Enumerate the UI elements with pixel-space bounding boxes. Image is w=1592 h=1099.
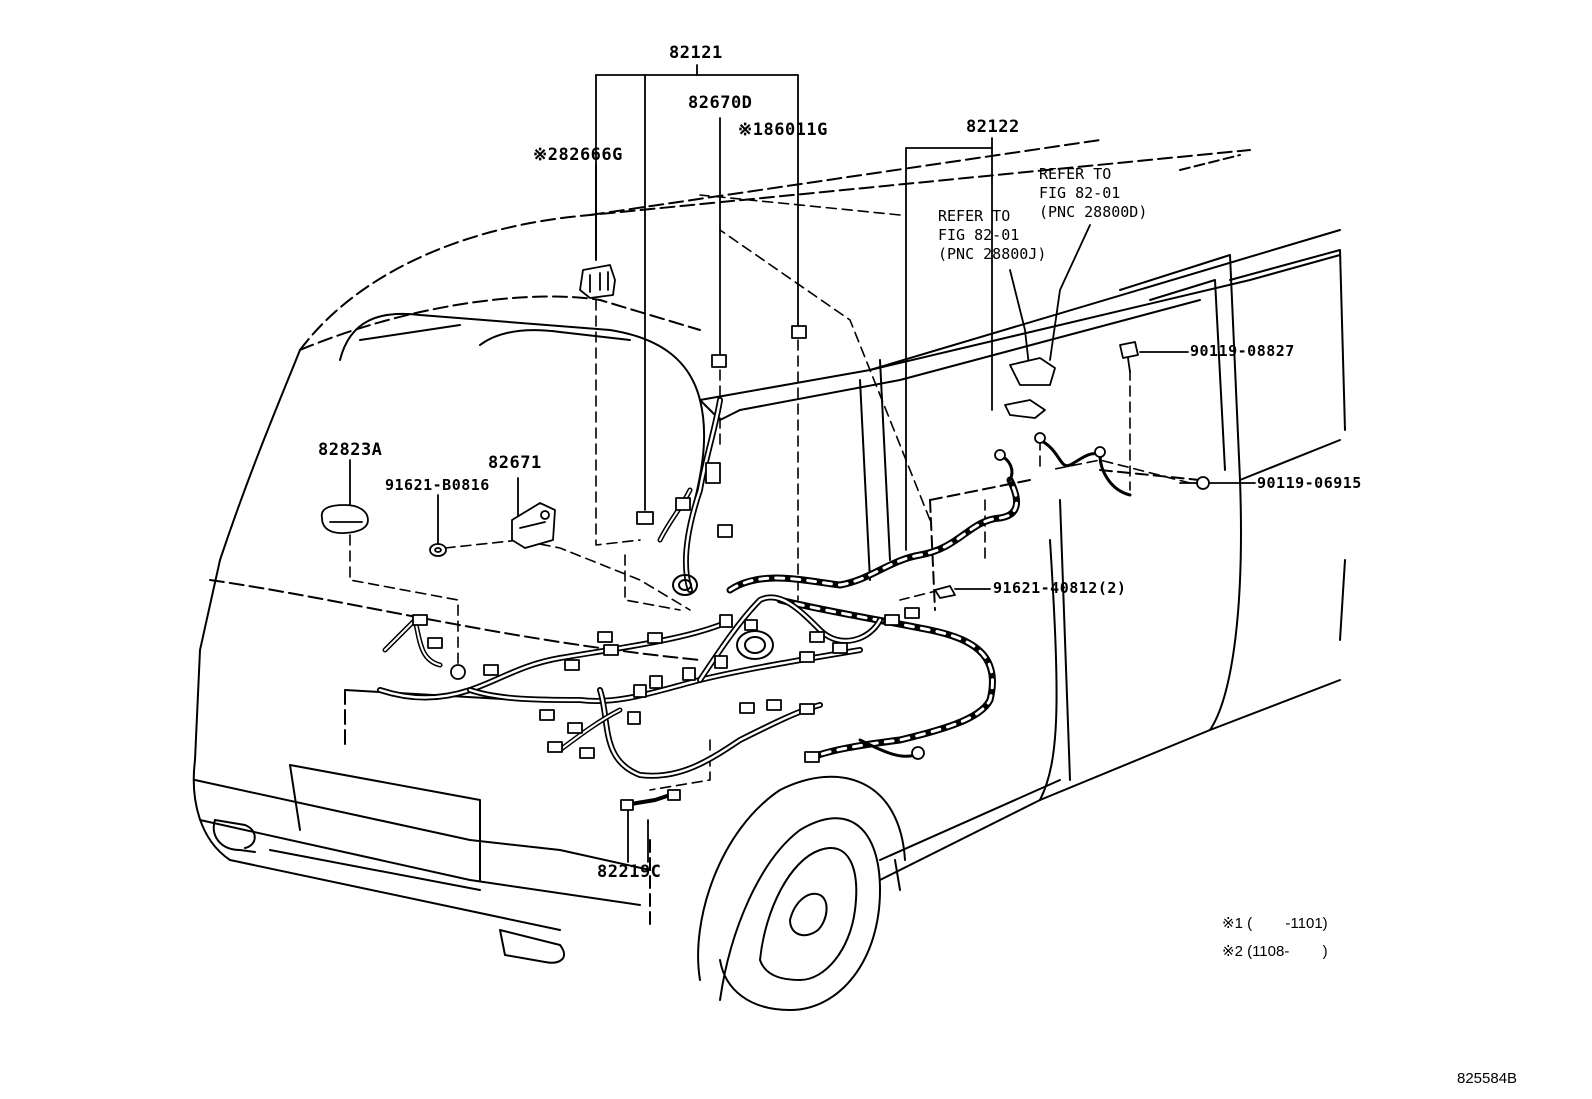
part-label-86011G[interactable]: ※186011G [738, 120, 828, 140]
part-90119-08827-bolt [1119, 341, 1139, 373]
part-label-82666G[interactable]: ※282666G [533, 145, 623, 165]
part-82823A-cover [320, 504, 369, 534]
part-label-82121[interactable]: 82121 [669, 43, 723, 63]
reference-note-28800D[interactable]: REFER TO FIG 82-01 (PNC 28800D) [1039, 165, 1147, 222]
part-91621-40812-clip [934, 585, 956, 599]
reference-line: REFER TO [1039, 165, 1112, 183]
diagram-code: 825584B [1457, 1070, 1518, 1087]
part-label-90119-08827[interactable]: 90119-08827 [1190, 342, 1295, 360]
reference-line: (PNC 28800D) [1039, 203, 1148, 221]
part-82666G-clip [579, 264, 616, 299]
part-label-90119-06915[interactable]: 90119-06915 [1257, 474, 1362, 492]
reference-note-28800J[interactable]: REFER TO FIG 82-01 (PNC 28800J) [938, 207, 1046, 264]
part-label-82670D[interactable]: 82670D [688, 93, 753, 113]
part-label-91621-40812[interactable]: 91621-40812(2) [993, 579, 1127, 597]
part-91621-B0816-clip [429, 543, 447, 557]
reference-line: FIG 82-01 [938, 226, 1020, 244]
legend-note-1: ※1 ( -1101) [1222, 915, 1328, 932]
part-label-82671[interactable]: 82671 [488, 453, 542, 473]
harness-connectors [412, 325, 1106, 811]
part-label-82823A[interactable]: 82823A [318, 440, 383, 460]
reference-line: FIG 82-01 [1039, 184, 1121, 202]
reference-line: (PNC 28800J) [938, 245, 1047, 263]
reference-line: REFER TO [938, 207, 1011, 225]
installation-guide-lines [349, 194, 1191, 791]
part-82122-clamp [1004, 357, 1056, 419]
part-90119-06915-bolt [1179, 476, 1210, 490]
part-label-82219C[interactable]: 82219C [597, 862, 662, 882]
part-label-91621-B0816[interactable]: 91621-B0816 [385, 476, 490, 494]
legend-note-2: ※2 (1108- ) [1222, 943, 1328, 960]
part-82671-bracket [511, 502, 556, 549]
part-label-82122[interactable]: 82122 [966, 117, 1020, 137]
